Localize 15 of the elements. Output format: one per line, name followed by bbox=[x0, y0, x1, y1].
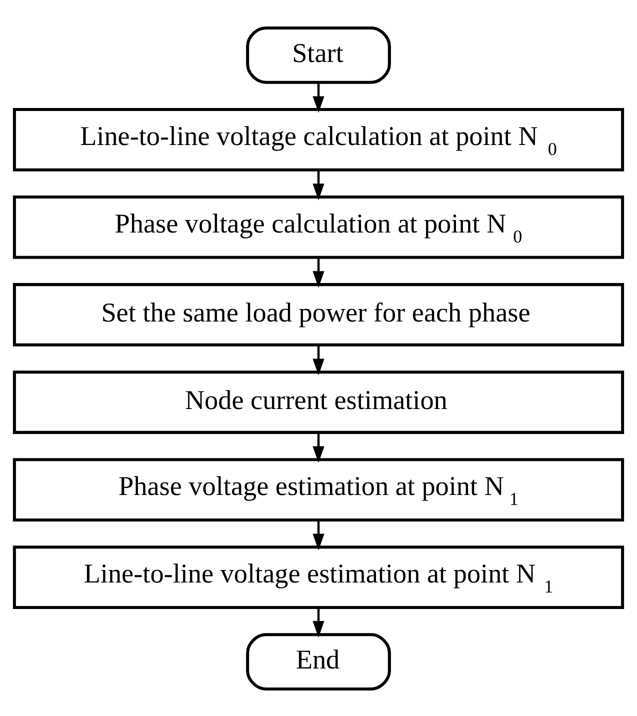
arrow bbox=[312, 257, 324, 288]
node-box: Line-to-line voltage calculation at point N$_{0}$ bbox=[12, 108, 624, 171]
arrow bbox=[312, 170, 324, 200]
node-box: End bbox=[246, 632, 391, 690]
node-box: Line-to-line voltage estimation at point N$_{1}$ bbox=[12, 545, 624, 608]
node-box: Start bbox=[246, 26, 391, 84]
arrow bbox=[312, 607, 324, 638]
arrow bbox=[312, 344, 324, 375]
node-box: Phase voltage calculation at point N$_{0}$ bbox=[12, 195, 624, 258]
node-box: Phase voltage estimation at point N$_{1}$ bbox=[12, 458, 624, 521]
node-box: Set the same load power for each phase bbox=[12, 282, 624, 346]
arrow bbox=[312, 432, 324, 462]
arrow bbox=[312, 520, 324, 550]
arrow bbox=[312, 82, 324, 112]
node-box: Node current estimation bbox=[12, 370, 624, 434]
